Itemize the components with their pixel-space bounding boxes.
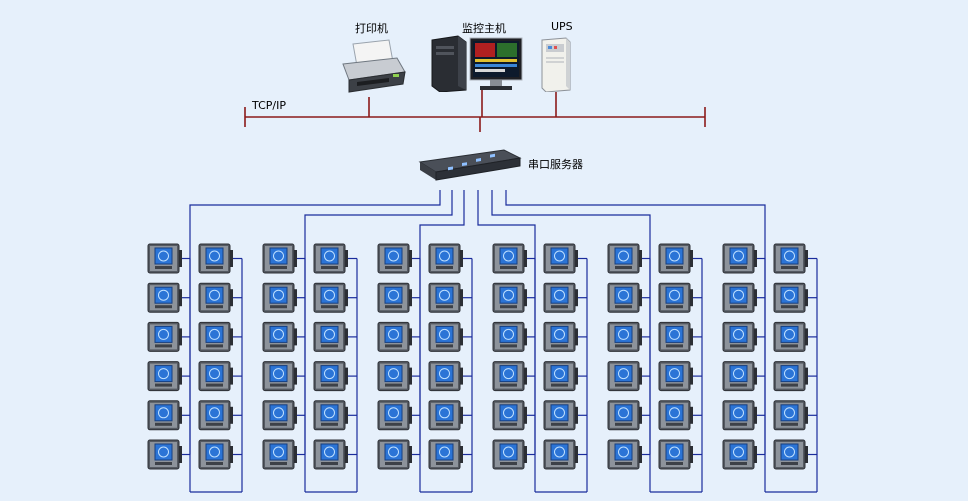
monitor-host-device bbox=[428, 34, 524, 93]
power-meter-icon bbox=[428, 400, 463, 431]
power-meter-icon bbox=[428, 282, 463, 313]
printer-icon bbox=[342, 39, 406, 93]
power-meter-icon bbox=[722, 361, 757, 392]
rs485-wire bbox=[304, 190, 453, 259]
power-meter-icon bbox=[147, 321, 182, 352]
power-meter-icon bbox=[543, 321, 578, 352]
power-meter-icon bbox=[773, 282, 808, 313]
meter-array bbox=[147, 243, 808, 470]
tcpip-label: TCP/IP bbox=[252, 99, 286, 112]
power-meter-icon bbox=[773, 243, 808, 274]
power-meter-icon bbox=[492, 439, 527, 470]
power-meter-icon bbox=[607, 361, 642, 392]
power-meter-icon bbox=[262, 361, 297, 392]
power-meter-icon bbox=[543, 400, 578, 431]
tcpip-bus bbox=[244, 90, 706, 132]
ups-label: UPS bbox=[551, 20, 573, 33]
rs485-wire bbox=[505, 190, 766, 259]
power-meter-icon bbox=[492, 400, 527, 431]
power-meter-icon bbox=[313, 243, 348, 274]
serial-server bbox=[418, 146, 522, 188]
power-meter-icon bbox=[262, 282, 297, 313]
power-meter-icon bbox=[607, 439, 642, 470]
power-meter-icon bbox=[543, 282, 578, 313]
printer-device bbox=[337, 38, 409, 98]
power-meter-icon bbox=[658, 439, 693, 470]
power-meter-icon bbox=[313, 361, 348, 392]
power-meter-icon bbox=[377, 400, 412, 431]
power-meter-icon bbox=[262, 243, 297, 274]
power-meter-icon bbox=[722, 243, 757, 274]
power-meter-icon bbox=[543, 361, 578, 392]
power-meter-icon bbox=[313, 439, 348, 470]
power-meter-icon bbox=[607, 400, 642, 431]
rs485-wire bbox=[419, 190, 465, 259]
power-meter-icon bbox=[492, 321, 527, 352]
power-meter-icon bbox=[607, 282, 642, 313]
power-meter-icon bbox=[147, 439, 182, 470]
power-meter-icon bbox=[658, 361, 693, 392]
power-meter-icon bbox=[658, 282, 693, 313]
power-meter-icon bbox=[658, 243, 693, 274]
power-meter-icon bbox=[198, 400, 233, 431]
power-meter-icon bbox=[492, 361, 527, 392]
power-meter-icon bbox=[377, 321, 412, 352]
power-meter-icon bbox=[198, 321, 233, 352]
power-meter-icon bbox=[147, 243, 182, 274]
rs485-wiring bbox=[182, 190, 818, 493]
rs485-wire bbox=[189, 190, 441, 259]
power-meter-icon bbox=[313, 282, 348, 313]
power-meter-icon bbox=[543, 243, 578, 274]
power-meter-icon bbox=[722, 282, 757, 313]
power-meter-icon bbox=[658, 400, 693, 431]
power-meter-icon bbox=[198, 361, 233, 392]
power-meter-icon bbox=[607, 321, 642, 352]
power-meter-icon bbox=[147, 361, 182, 392]
monitor-host-label: 监控主机 bbox=[462, 22, 506, 35]
rs485-wire bbox=[491, 190, 651, 259]
power-meter-icon bbox=[262, 439, 297, 470]
serial-server-device-icon bbox=[418, 149, 522, 181]
power-meter-icon bbox=[428, 361, 463, 392]
power-meter-icon bbox=[543, 439, 578, 470]
serial-server-label: 串口服务器 bbox=[528, 158, 583, 171]
ups-cabinet-icon bbox=[541, 37, 571, 93]
power-meter-icon bbox=[722, 439, 757, 470]
power-meter-icon bbox=[198, 282, 233, 313]
power-meter-icon bbox=[428, 321, 463, 352]
power-meter-icon bbox=[492, 282, 527, 313]
power-meter-icon bbox=[658, 321, 693, 352]
power-meter-icon bbox=[147, 400, 182, 431]
power-meter-icon bbox=[428, 439, 463, 470]
power-meter-icon bbox=[773, 439, 808, 470]
rs485-wire bbox=[477, 190, 536, 259]
power-meter-icon bbox=[377, 243, 412, 274]
power-meter-icon bbox=[773, 361, 808, 392]
power-meter-icon bbox=[147, 282, 182, 313]
computer-workstation-icon bbox=[431, 35, 523, 93]
power-meter-icon bbox=[773, 400, 808, 431]
ups-device bbox=[540, 36, 572, 93]
power-meter-icon bbox=[262, 400, 297, 431]
power-meter-icon bbox=[377, 361, 412, 392]
power-meter-icon bbox=[377, 439, 412, 470]
power-meter-icon bbox=[773, 321, 808, 352]
power-meter-icon bbox=[262, 321, 297, 352]
power-meter-icon bbox=[198, 439, 233, 470]
power-meter-icon bbox=[722, 400, 757, 431]
printer-label: 打印机 bbox=[355, 22, 388, 35]
power-meter-icon bbox=[607, 243, 642, 274]
power-meter-icon bbox=[313, 400, 348, 431]
power-meter-icon bbox=[313, 321, 348, 352]
power-meter-icon bbox=[198, 243, 233, 274]
power-meter-icon bbox=[428, 243, 463, 274]
power-meter-icon bbox=[722, 321, 757, 352]
power-meter-icon bbox=[492, 243, 527, 274]
power-meter-icon bbox=[377, 282, 412, 313]
